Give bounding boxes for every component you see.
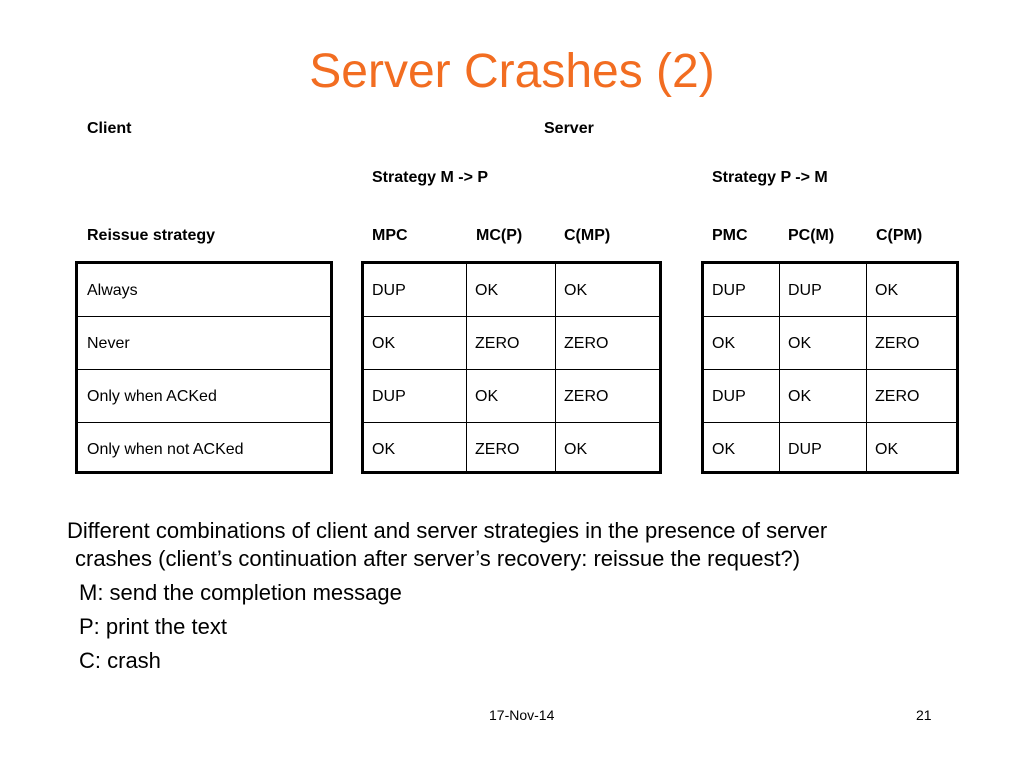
description-line-2: crashes (client’s continuation after ser… [75,546,801,571]
result-cell: DUP [788,282,822,299]
table-row: OK ZERO ZERO [364,316,659,370]
result-cell: ZERO [875,388,920,405]
reissue-cell: Only when ACKed [87,388,217,405]
legend-c: C: crash [79,648,161,673]
result-cell: OK [475,388,499,405]
legend-p: P: print the text [79,614,227,639]
col-header-mcp: MC(P) [476,227,523,244]
result-cell: OK [788,388,812,405]
result-cell: ZERO [875,335,920,352]
result-cell: DUP [712,388,746,405]
result-cell: OK [372,335,396,352]
server-pm-table: DUP DUP OK OK OK ZERO DUP OK ZERO OK DUP… [701,261,959,474]
client-label: Client [87,120,132,137]
legend-m: M: send the completion message [79,580,402,605]
client-strategy-table: Always Never Only when ACKed Only when n… [75,261,333,474]
strategy-mp-label: Strategy M -> P [372,169,489,186]
column-divider [555,264,556,471]
result-cell: ZERO [564,388,609,405]
result-cell: OK [875,282,899,299]
result-cell: ZERO [475,441,520,458]
result-cell: OK [564,282,588,299]
server-mp-table: DUP OK OK OK ZERO ZERO DUP OK ZERO OK ZE… [361,261,662,474]
table-row: DUP OK ZERO [364,369,659,423]
result-cell: OK [712,441,736,458]
strategy-pm-label: Strategy P -> M [712,169,828,186]
reissue-cell: Only when not ACKed [87,441,244,458]
reissue-cell: Never [87,335,130,352]
column-divider [779,264,780,471]
result-cell: OK [564,441,588,458]
table-row: OK OK ZERO [704,316,956,370]
col-header-pcm: PC(M) [788,227,835,244]
table-row: Never [78,316,330,370]
col-header-cpm: C(PM) [876,227,923,244]
column-divider [466,264,467,471]
table-row: OK DUP OK [704,422,956,476]
result-cell: OK [372,441,396,458]
table-row: OK ZERO OK [364,422,659,476]
result-cell: DUP [372,282,406,299]
result-cell: DUP [372,388,406,405]
reissue-strategy-label: Reissue strategy [87,227,216,244]
col-header-cmp: C(MP) [564,227,611,244]
col-header-mpc: MPC [372,227,408,244]
column-divider [866,264,867,471]
table-row: Only when not ACKed [78,422,330,476]
description-line-1: Different combinations of client and ser… [67,518,828,543]
table-row: DUP DUP OK [704,264,956,317]
result-cell: OK [788,335,812,352]
server-label: Server [544,120,594,137]
result-cell: DUP [788,441,822,458]
result-cell: OK [712,335,736,352]
reissue-cell: Always [87,282,138,299]
result-cell: ZERO [564,335,609,352]
result-cell: OK [475,282,499,299]
slide-title: Server Crashes (2) [309,45,715,98]
table-row: Always [78,264,330,317]
table-row: DUP OK ZERO [704,369,956,423]
table-row: Only when ACKed [78,369,330,423]
result-cell: OK [875,441,899,458]
footer-date: 17-Nov-14 [489,707,555,723]
page-number: 21 [916,707,932,723]
result-cell: DUP [712,282,746,299]
table-row: DUP OK OK [364,264,659,317]
col-header-pmc: PMC [712,227,748,244]
result-cell: ZERO [475,335,520,352]
